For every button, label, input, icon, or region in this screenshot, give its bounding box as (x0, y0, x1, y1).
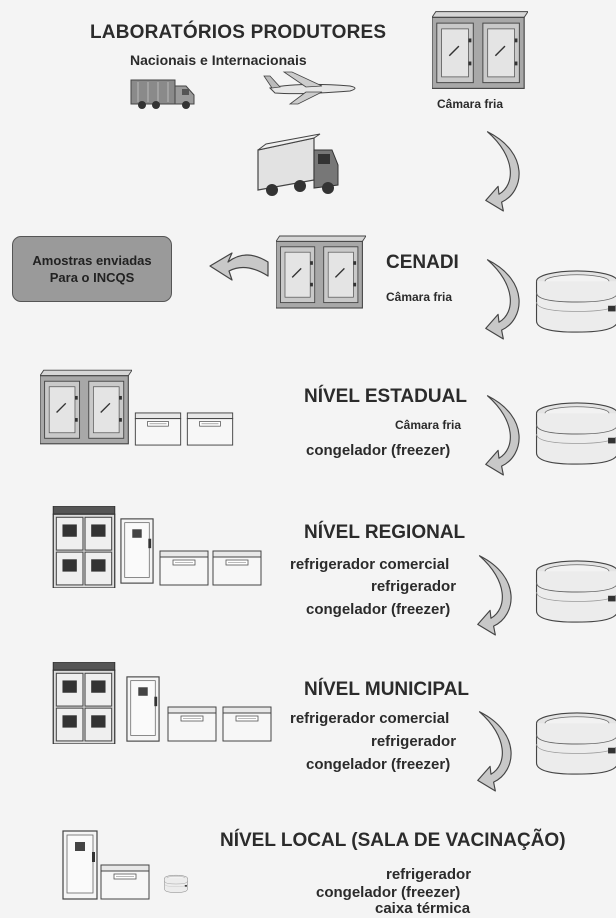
freezer-icon (134, 412, 182, 446)
cooler-box-icon (535, 402, 616, 465)
curved-arrow-icon (485, 131, 520, 212)
cooler-box-icon (535, 270, 616, 333)
curved-arrow-icon (477, 711, 512, 792)
level-item: congelador (freezer) (316, 884, 461, 901)
commercial-fridge-icon (52, 662, 116, 744)
level-item: congelador (freezer) (306, 601, 451, 618)
refrigerator-icon (62, 830, 98, 900)
cold-room-icon (40, 369, 132, 445)
page-subtitle: Nacionais e Internacionais (130, 52, 307, 68)
cooler-box-icon (535, 560, 616, 623)
refrigerated-truck-icon (257, 133, 339, 196)
curved-arrow-icon (485, 259, 520, 340)
level-title-municipal: NÍVEL MUNICIPAL (304, 679, 470, 700)
level-title-regional: NÍVEL REGIONAL (304, 522, 466, 543)
samples-line-1: Amostras enviadas (32, 253, 152, 268)
level-item: refrigerador (371, 733, 457, 750)
level-item: refrigerador comercial (290, 710, 450, 727)
cooler-box-icon (164, 875, 188, 893)
level-item: congelador (freezer) (306, 756, 451, 773)
cold-room-label: Câmara fria (437, 97, 504, 111)
samples-line-2: Para o INCQS (49, 270, 135, 285)
airplane-icon (263, 71, 356, 105)
freezer-icon (100, 864, 150, 900)
refrigerator-icon (120, 518, 154, 584)
curved-arrow-icon (209, 252, 269, 281)
curved-arrow-icon (477, 555, 512, 636)
freezer-icon (222, 706, 272, 742)
level-item: refrigerador comercial (290, 556, 450, 573)
level-title-estadual: NÍVEL ESTADUAL (304, 386, 467, 407)
freezer-icon (212, 550, 262, 586)
cooler-box-icon (535, 712, 616, 775)
level-title-local: NÍVEL LOCAL (SALA DE VACINAÇÃO) (220, 830, 566, 851)
level-item: refrigerador (371, 578, 457, 595)
page-title: LABORATÓRIOS PRODUTORES (90, 22, 387, 43)
cold-room-icon (432, 10, 528, 90)
truck-icon (130, 79, 195, 109)
freezer-icon (186, 412, 234, 446)
cold-room-icon (276, 235, 366, 309)
level-item: refrigerador (386, 866, 472, 883)
freezer-icon (167, 706, 217, 742)
level-item: caixa térmica (375, 900, 471, 917)
curved-arrow-icon (485, 395, 520, 476)
freezer-icon (159, 550, 209, 586)
level-title-cenadi: CENADI (386, 252, 459, 273)
samples-box: Amostras enviadas Para o INCQS (12, 236, 172, 302)
level-item: Câmara fria (395, 418, 462, 432)
refrigerator-icon (126, 676, 160, 742)
level-item: Câmara fria (386, 290, 453, 304)
commercial-fridge-icon (52, 506, 116, 588)
level-item: congelador (freezer) (306, 442, 451, 459)
